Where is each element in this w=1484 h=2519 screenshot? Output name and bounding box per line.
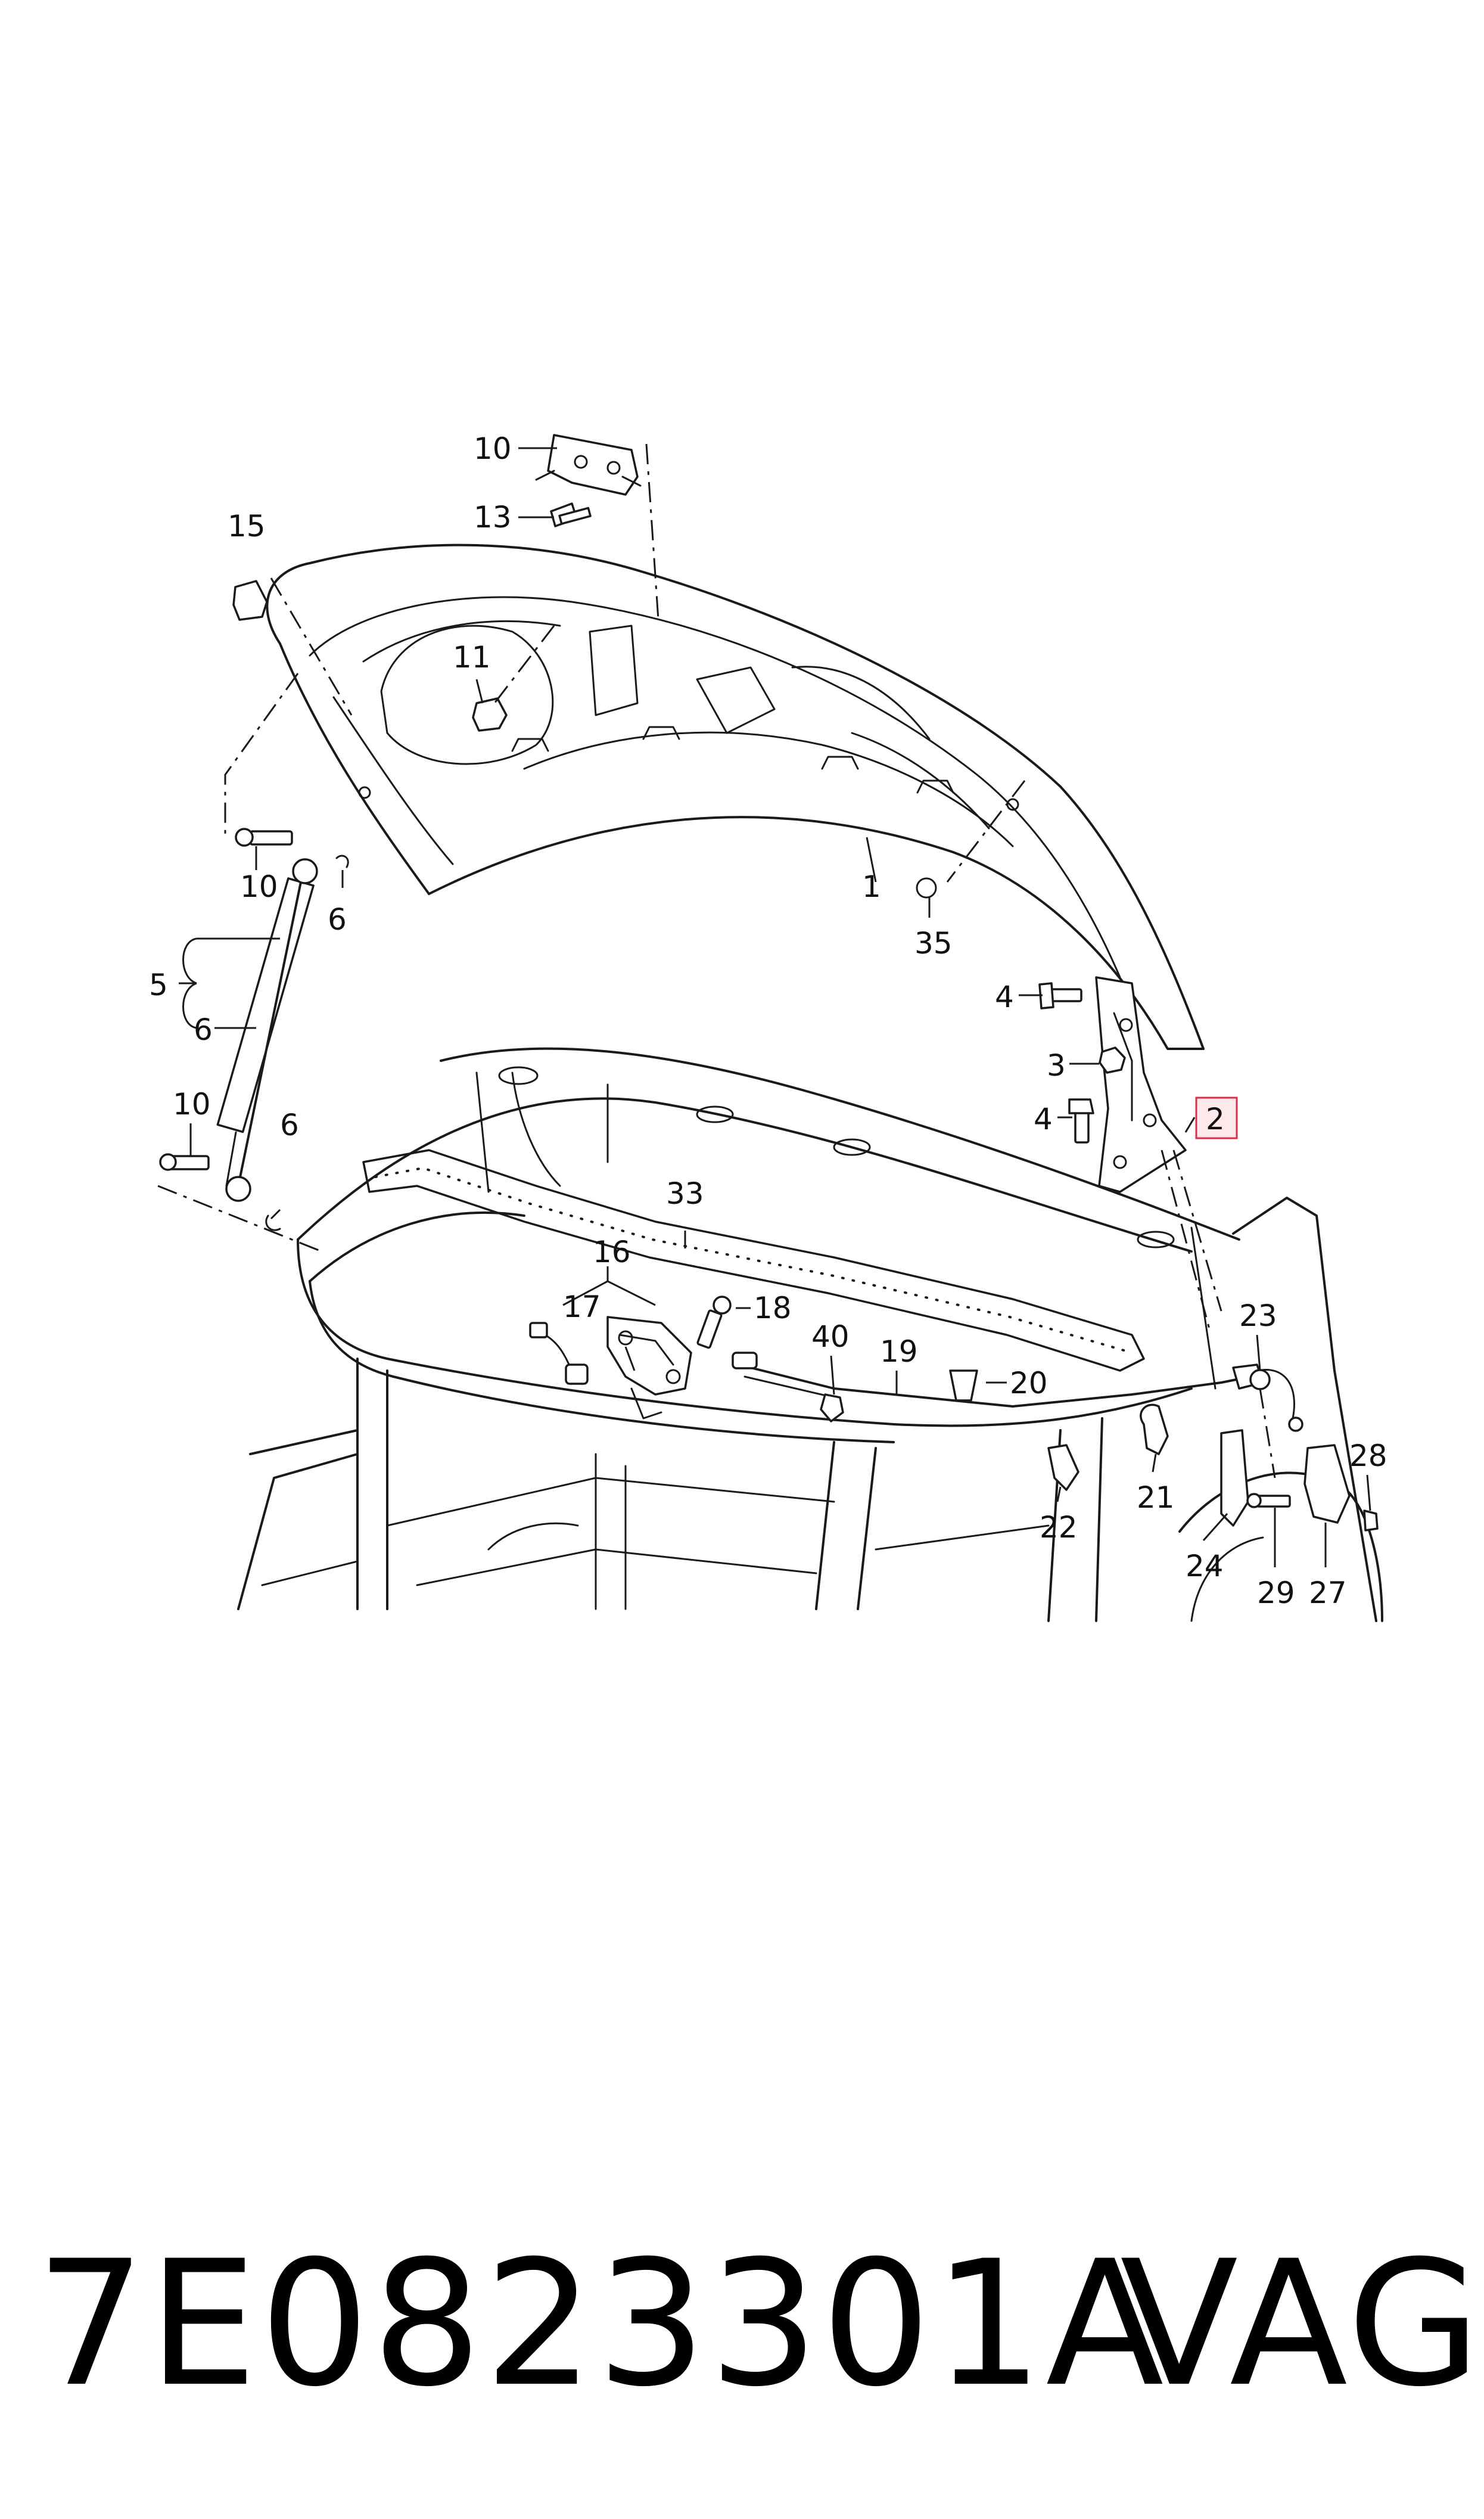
callout-4-upper: 4 <box>995 980 1014 1014</box>
callout-20: 20 <box>1010 1366 1048 1400</box>
brand-label: VAG <box>1120 2224 1483 2425</box>
callout-22: 22 <box>1040 1510 1078 1545</box>
callout-23: 23 <box>1239 1299 1277 1333</box>
hinge-bracket <box>535 434 642 496</box>
callout-16: 16 <box>593 1235 631 1269</box>
callouts: 10 13 15 11 1 35 10 6 5 6 10 6 4 3 4 2 3… <box>149 431 1387 1610</box>
callout-24: 24 <box>1186 1549 1224 1583</box>
fasteners <box>159 502 1379 1532</box>
callout-40: 40 <box>811 1319 850 1354</box>
callout-12: 10 <box>474 431 512 466</box>
callout-15: 15 <box>228 509 266 543</box>
callout-10-upper: 10 <box>240 869 278 904</box>
gas-strut <box>216 858 318 1202</box>
leader-lines <box>179 447 1371 1567</box>
callout-19: 19 <box>880 1334 918 1369</box>
callout-6-lower: 6 <box>280 1108 299 1142</box>
footer: 7E0823301A VAG <box>36 2224 1483 2425</box>
callout-3: 3 <box>1047 1048 1066 1083</box>
callout-6-mid: 6 <box>194 1012 213 1047</box>
callout-6-upper: 6 <box>328 902 347 937</box>
hood-panel <box>266 543 1205 1050</box>
callout-1: 1 <box>862 869 881 904</box>
body-structure <box>237 1047 1383 1622</box>
callout-5: 5 <box>149 968 168 1002</box>
callout-33: 33 <box>666 1176 704 1211</box>
hood-seal <box>362 1149 1145 1372</box>
callout-35: 35 <box>914 926 953 961</box>
callout-13: 13 <box>474 500 512 535</box>
callout-21: 21 <box>1137 1480 1175 1515</box>
callout-29: 29 <box>1257 1576 1295 1610</box>
callout-17: 17 <box>563 1290 601 1324</box>
callout-28: 28 <box>1349 1439 1387 1473</box>
assembly-lines <box>157 443 1276 1479</box>
part-number: 7E0823301A <box>36 2224 1166 2425</box>
hood-latch <box>529 1316 692 1420</box>
callout-2: 2 <box>1206 1102 1225 1136</box>
callout-11: 11 <box>453 640 491 675</box>
callout-4-lower: 4 <box>1034 1102 1053 1136</box>
hood-hinge <box>1095 976 1187 1193</box>
highlight-box-2 <box>1195 1097 1238 1139</box>
callout-10-lower: 10 <box>173 1087 211 1122</box>
callout-18: 18 <box>754 1291 792 1325</box>
callout-27: 27 <box>1309 1576 1347 1610</box>
